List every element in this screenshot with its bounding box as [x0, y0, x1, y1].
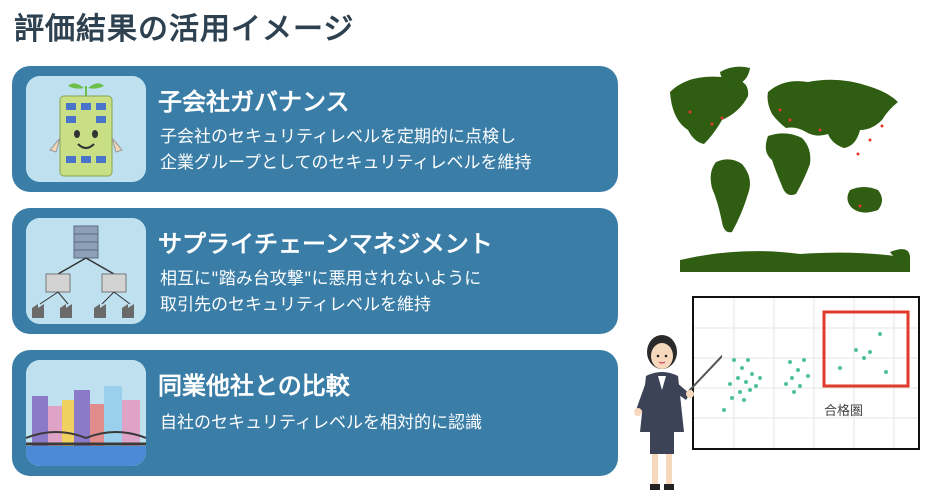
- card-heading: サプライチェーンマネジメント: [158, 230, 493, 258]
- card-text-line: 相互に"踏み台攻撃"に悪用されないように: [160, 269, 482, 289]
- smiling-office-building-icon: [26, 76, 146, 182]
- card-text-line: 子会社のセキュリティレベルを定期的に点検し: [160, 127, 516, 147]
- card-text-line: 企業グループとしてのセキュリティレベルを維持: [160, 153, 532, 173]
- card-text-line: 自社のセキュリティレベルを相対的に認識: [160, 413, 482, 433]
- city-skyline-icon: [26, 360, 146, 466]
- card-subsidiary-governance: 子会社ガバナンス 子会社のセキュリティレベルを定期的に点検し 企業グループとして…: [12, 66, 618, 192]
- score-scatter-chart: 合格圏: [692, 296, 920, 450]
- card-heading: 同業他社との比較: [158, 372, 350, 400]
- card-supply-chain: サプライチェーンマネジメント 相互に"踏み台攻撃"に悪用されないように 取引先の…: [12, 208, 618, 334]
- card-peer-comparison: 同業他社との比較 自社のセキュリティレベルを相対的に認識: [12, 350, 618, 476]
- presenter-woman-icon: [632, 330, 725, 495]
- pass-zone-label: 合格圏: [824, 404, 864, 419]
- world-map-icon: [652, 62, 910, 272]
- card-heading: 子会社ガバナンス: [158, 88, 350, 116]
- supply-chain-network-icon: [26, 218, 146, 324]
- card-text-line: 取引先のセキュリティレベルを維持: [160, 295, 431, 315]
- page-title: 評価結果の活用イメージ: [14, 12, 355, 47]
